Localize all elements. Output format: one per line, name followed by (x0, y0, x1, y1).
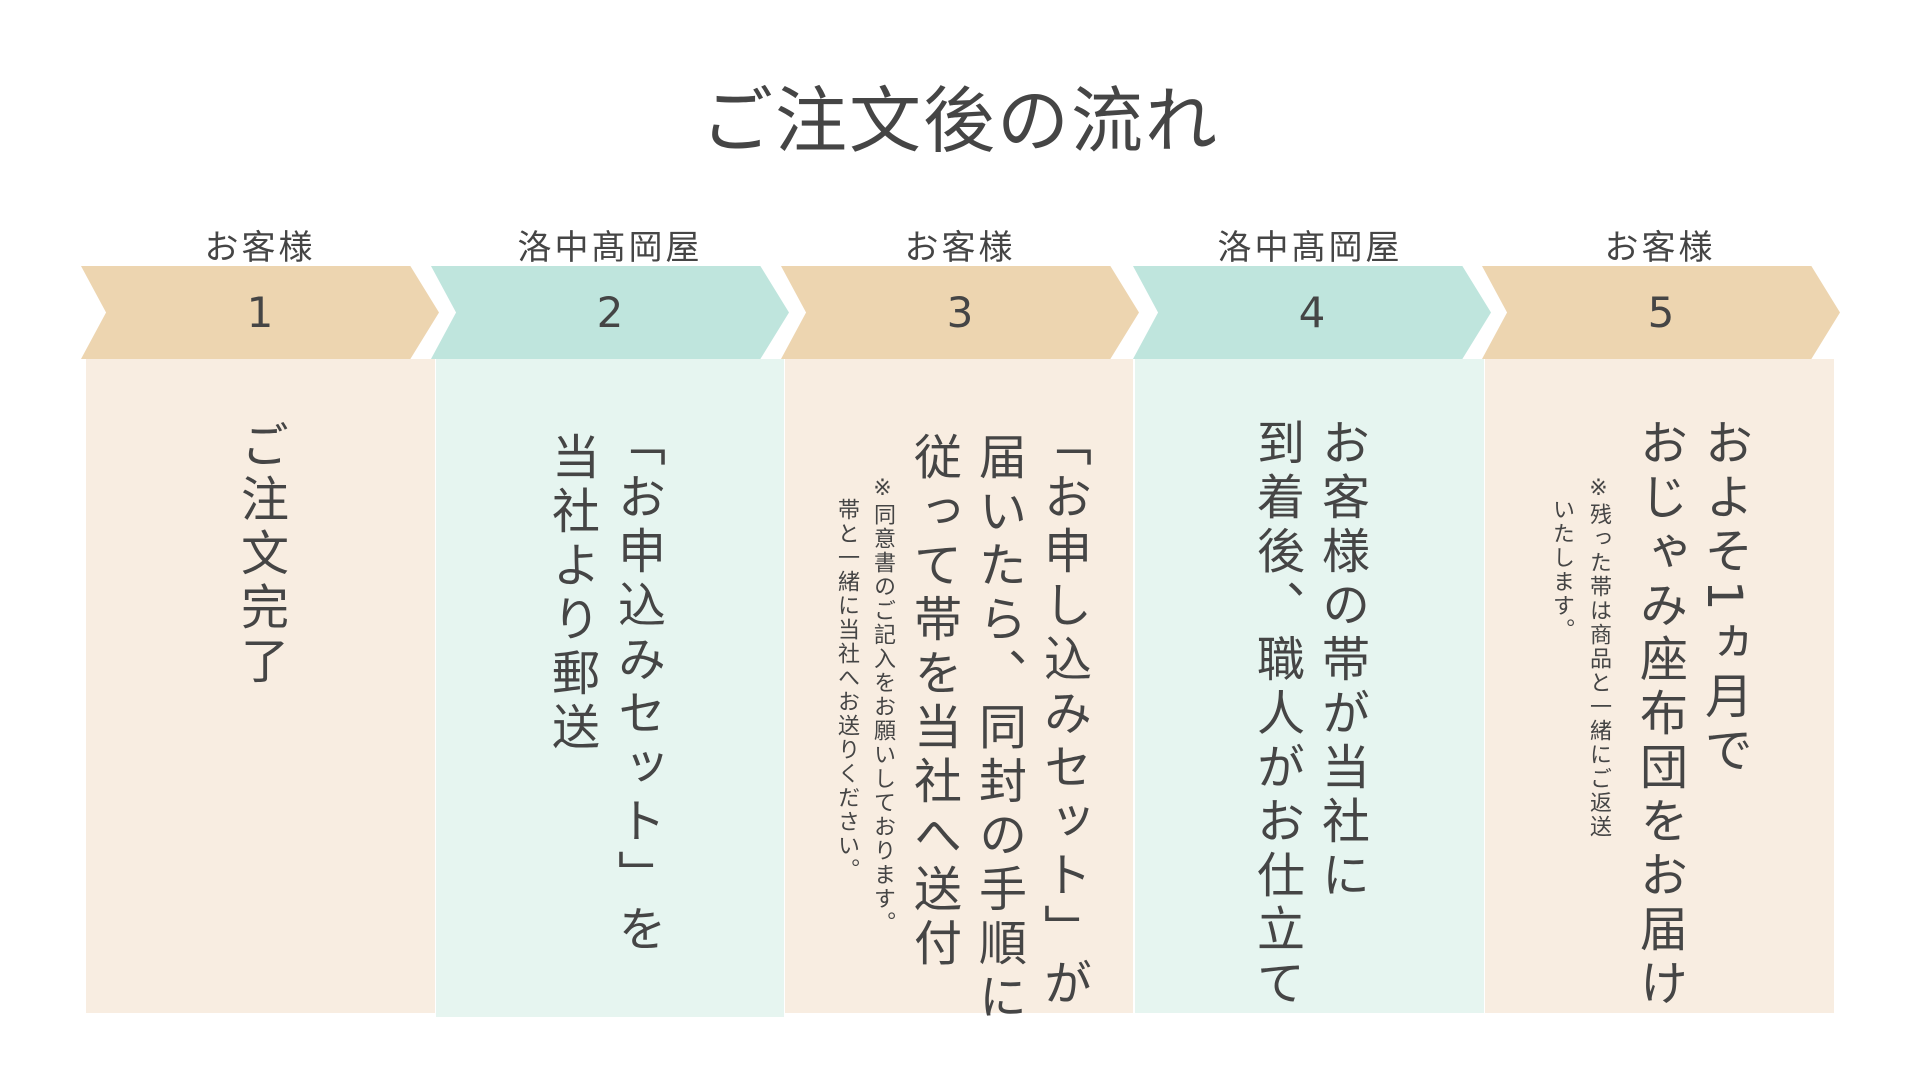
step-2-text-line: 「お申込みセット」を (609, 418, 665, 958)
step-4-actor: 洛中髙岡屋 (1217, 228, 1403, 268)
step-number: 2 (596, 288, 624, 337)
step-3-note-line: ※同意書のご記入をお願いしております。 (870, 476, 895, 935)
step-4-chevron: 4 (1133, 266, 1491, 359)
step-5-text-line: およそ1ヵ月で (1696, 418, 1752, 779)
step-number: 5 (1647, 288, 1675, 337)
step-5-note-line: いたします。 (1549, 498, 1574, 642)
step-1-panel (86, 359, 435, 1013)
step-number: 1 (246, 288, 274, 337)
step-3-text-line: 従って帯を当社へ送付 (905, 432, 961, 972)
step-number: 3 (946, 288, 974, 337)
step-4-panel (1135, 359, 1484, 1013)
step-2-text-line: 当社より郵送 (543, 432, 599, 756)
step-5-text-line: おじゃみ座布団をお届け (1631, 418, 1687, 1012)
step-3-note-line: 帯と一緒に当社へお送りください。 (834, 498, 859, 882)
step-3-chevron: 3 (781, 266, 1139, 359)
step-2-chevron: 2 (431, 266, 789, 359)
step-3-text-line: 「お申し込みセット」が (1035, 418, 1091, 1012)
step-1-actor: お客様 (204, 228, 316, 268)
step-number: 4 (1298, 288, 1326, 337)
step-1-text: ご注文完了 (232, 420, 288, 690)
step-5-note-line: ※残った帯は商品と一緒にご返送 (1586, 476, 1611, 839)
step-2-actor: 洛中髙岡屋 (517, 228, 703, 268)
step-4-text-line: 到着後、職人がお仕立て (1248, 418, 1304, 1012)
step-1-chevron: 1 (81, 266, 439, 359)
step-3-actor: お客様 (904, 228, 1016, 268)
step-4-text-line: お客様の帯が当社に (1313, 418, 1369, 904)
step-2-panel (436, 359, 784, 1017)
step-5-chevron: 5 (1482, 266, 1840, 359)
page-title: ご注文後の流れ (700, 79, 1219, 163)
step-3-text-line: 届いたら、同封の手順に (970, 432, 1026, 1026)
step-5-actor: お客様 (1604, 228, 1716, 268)
step-5-panel (1485, 359, 1834, 1013)
step-3-panel (785, 359, 1133, 1013)
